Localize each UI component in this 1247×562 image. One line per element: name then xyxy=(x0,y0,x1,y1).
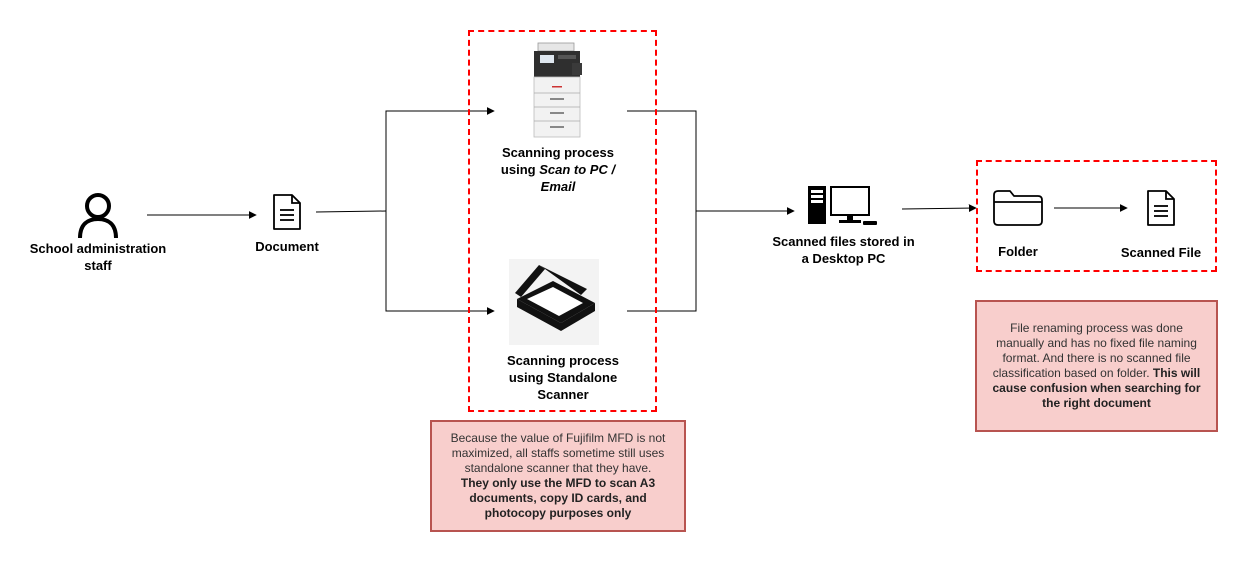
arrow-split-to-scanner xyxy=(385,211,495,315)
flatbed-scanner-icon xyxy=(509,259,599,345)
arrow-pc-to-folder xyxy=(901,204,977,213)
pc-storage-group xyxy=(976,160,1217,272)
desktop-pc-icon xyxy=(808,186,877,225)
mfd-label-italic: Scan to PC / Email xyxy=(539,162,616,194)
mfd-label-prefix: Scanning process using xyxy=(500,145,614,177)
actor-label: School administration staff xyxy=(29,241,167,273)
folder-icon xyxy=(993,190,1043,226)
scanner-label: Scanning process using Standalone Scanne… xyxy=(507,353,619,402)
note-rename-bold: This will cause confusion when searching… xyxy=(992,366,1201,410)
folder-label: Folder xyxy=(998,244,1038,259)
pc-label: Scanned files stored in a Desktop PC xyxy=(772,234,915,266)
document-icon xyxy=(273,194,301,230)
scanning-methods-group xyxy=(468,30,657,412)
note-file-renaming: File renaming process was done manually … xyxy=(975,300,1218,432)
arrow-split-to-mfd xyxy=(385,107,495,211)
multifunction-printer-icon xyxy=(533,42,582,138)
note-mfd-normal: Because the value of Fujifilm MFD is not… xyxy=(450,431,666,475)
line-document-to-split xyxy=(315,210,387,213)
note-rename-text: File renaming process was done manually … xyxy=(987,321,1206,411)
note-mfd-bold: They only use the MFD to scan A3 documen… xyxy=(460,476,656,520)
scanned-file-label: Scanned File xyxy=(1120,245,1202,260)
person-icon xyxy=(78,193,118,239)
note-mfd-usage: Because the value of Fujifilm MFD is not… xyxy=(430,420,686,532)
document-icon xyxy=(1147,190,1175,226)
note-rename-normal: File renaming process was done manually … xyxy=(992,321,1197,380)
mfd-label: Scanning process using Scan to PC / Emai… xyxy=(488,144,628,195)
document-label: Document xyxy=(255,239,319,254)
